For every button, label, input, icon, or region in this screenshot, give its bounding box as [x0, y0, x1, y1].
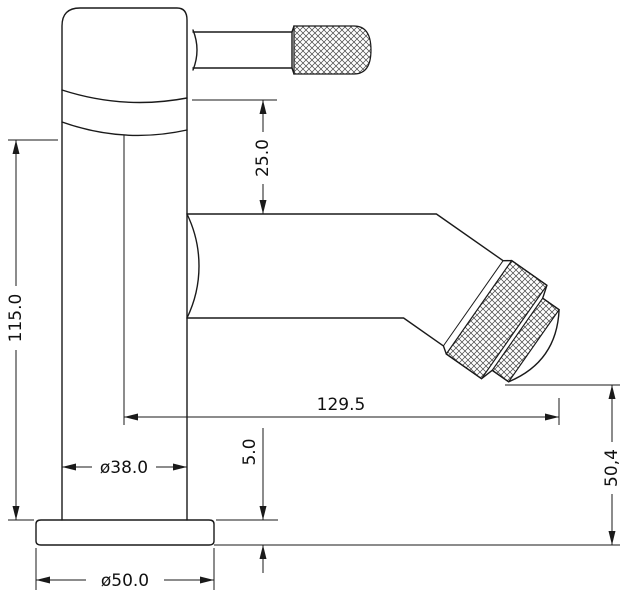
arrow-down	[259, 200, 267, 214]
nozzle-knurled-band-1	[445, 259, 548, 380]
arrow-up	[12, 140, 20, 154]
body-seam-lower	[61, 121, 188, 137]
arrow-right	[200, 576, 214, 584]
arrow-up	[259, 100, 267, 114]
spout-and-nozzle	[186, 213, 560, 383]
arrow-up	[608, 385, 616, 399]
arrow-down	[608, 531, 616, 545]
arrow-up	[259, 545, 267, 559]
body-seam-upper	[61, 89, 188, 104]
arrow-left	[36, 576, 50, 584]
arrow-down	[12, 506, 20, 520]
extension-lines	[35, 548, 215, 590]
dim-total-height: 115.0	[6, 139, 58, 521]
arrow-left	[62, 463, 76, 471]
dim-base-plate-thickness: 5.0	[216, 428, 278, 573]
body-outline	[61, 7, 188, 521]
lever-rod-joint-arc	[192, 29, 198, 71]
knurled-grip	[293, 25, 372, 75]
dim-label-50: ø50.0	[101, 571, 149, 591]
extension-lines	[123, 135, 560, 425]
dim-label-129: 129.5	[317, 395, 366, 415]
lever-rod	[192, 31, 293, 69]
arrow-down	[259, 506, 267, 520]
arrow-left	[124, 413, 138, 421]
dim-outlet-height: 50,4	[214, 384, 622, 546]
arrow-right	[173, 463, 187, 471]
spout-column-fillet	[186, 213, 200, 319]
dim-handle-clearance: 25.0	[192, 99, 277, 214]
dim-label-5: 5.0	[240, 438, 260, 465]
extension-lines	[214, 384, 620, 546]
dim-label-50-4: 50,4	[602, 449, 622, 487]
dim-spout-reach: 129.5	[123, 135, 560, 425]
base-plate	[35, 519, 215, 546]
dim-body-diameter: ø38.0	[62, 458, 187, 478]
dim-label-25: 25.0	[253, 139, 273, 177]
dim-label-38: ø38.0	[100, 458, 148, 478]
base-plate-outline	[35, 519, 215, 546]
lever-handle	[192, 25, 372, 75]
nozzle-seam-1	[442, 260, 504, 347]
nozzle-knurled-band-2	[491, 297, 560, 383]
arrow-right	[545, 413, 559, 421]
dim-base-diameter: ø50.0	[35, 548, 215, 591]
dim-label-115: 115.0	[6, 294, 26, 343]
